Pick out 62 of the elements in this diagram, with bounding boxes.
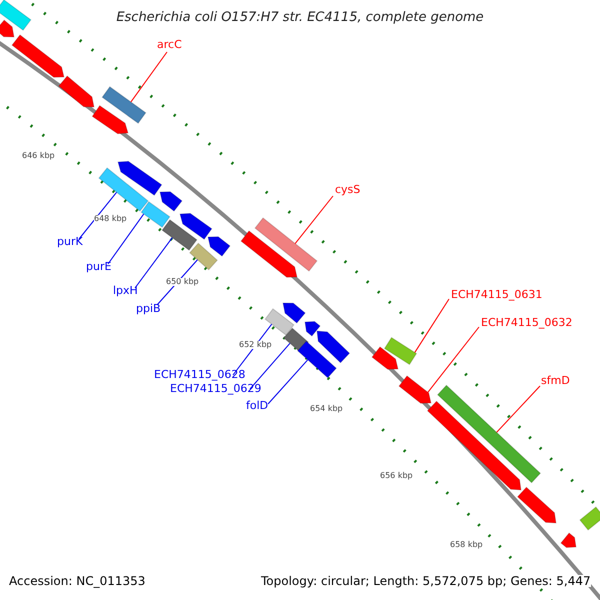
- position-label: 654 kbp: [310, 405, 343, 413]
- position-label: 648 kbp: [94, 215, 127, 223]
- leader-line: [427, 326, 480, 393]
- gene-segment: [436, 384, 542, 484]
- info-text: Topology: circular; Length: 5,572,075 bp; Genes: 5,447: [261, 575, 591, 587]
- leader-line: [108, 214, 144, 264]
- gene-segment: [159, 191, 183, 212]
- leader-line: [134, 237, 173, 288]
- gene-segment: [0, 19, 15, 38]
- info-text: Accession: NC_011353: [9, 575, 146, 587]
- gene-label: ECH74115_0632: [481, 317, 572, 328]
- gene-segment: [11, 34, 65, 78]
- gene-segment: [179, 212, 212, 240]
- gene-label: lpxH: [113, 285, 138, 296]
- gene-segment: [117, 160, 162, 196]
- leader-line: [232, 324, 272, 376]
- gene-label: purE: [86, 261, 112, 272]
- gene-label: arcC: [157, 39, 182, 50]
- leader-line: [496, 386, 540, 433]
- gene-label: folD: [246, 400, 268, 411]
- gene-segment: [297, 340, 337, 378]
- position-label: 656 kbp: [380, 472, 413, 480]
- gene-segment: [240, 230, 298, 278]
- gene-segment: [161, 219, 198, 251]
- gene-segment: [384, 336, 418, 366]
- gene-segment: [98, 167, 149, 212]
- gene-segment: [207, 236, 231, 257]
- gene-segment: [0, 0, 32, 31]
- gene-segment: [282, 302, 306, 324]
- gene-label: purK: [57, 236, 83, 247]
- gene-segment: [58, 75, 95, 108]
- gene-label: ECH74115_0628: [154, 369, 246, 380]
- gene-label: sfmD: [541, 375, 570, 386]
- gene-segment: [316, 330, 350, 364]
- leader-line: [250, 342, 290, 390]
- title: Escherichia coli O157:H7 str. EC4115, complete genome: [115, 11, 485, 24]
- gene-segment: [516, 486, 557, 524]
- gene-segment: [371, 346, 399, 370]
- gene-segment: [254, 217, 318, 272]
- position-label: 646 kbp: [22, 152, 55, 160]
- gene-segment: [304, 321, 321, 337]
- gene-segment: [264, 308, 295, 336]
- position-label: 652 kbp: [239, 341, 272, 349]
- gene-segment: [426, 400, 522, 491]
- gene-label: ECH74115_0629: [170, 383, 262, 394]
- gene-segment: [140, 201, 170, 228]
- leader-line: [130, 52, 168, 102]
- gene-label: ECH74115_0631: [451, 289, 542, 300]
- gene-label: cysS: [335, 184, 360, 195]
- gene-label: ppiB: [136, 303, 161, 314]
- position-label: 650 kbp: [166, 278, 199, 286]
- leader-line: [414, 298, 450, 353]
- gene-segment: [189, 242, 218, 270]
- gene-segment: [102, 86, 146, 124]
- leader-line: [78, 192, 118, 240]
- leader-line: [268, 359, 308, 404]
- gene-segment: [579, 506, 600, 531]
- gene-segment: [560, 532, 577, 548]
- leader-line: [294, 196, 334, 244]
- gene-segment: [398, 375, 432, 404]
- gene-segment: [92, 104, 129, 134]
- position-label: 658 kbp: [450, 541, 483, 549]
